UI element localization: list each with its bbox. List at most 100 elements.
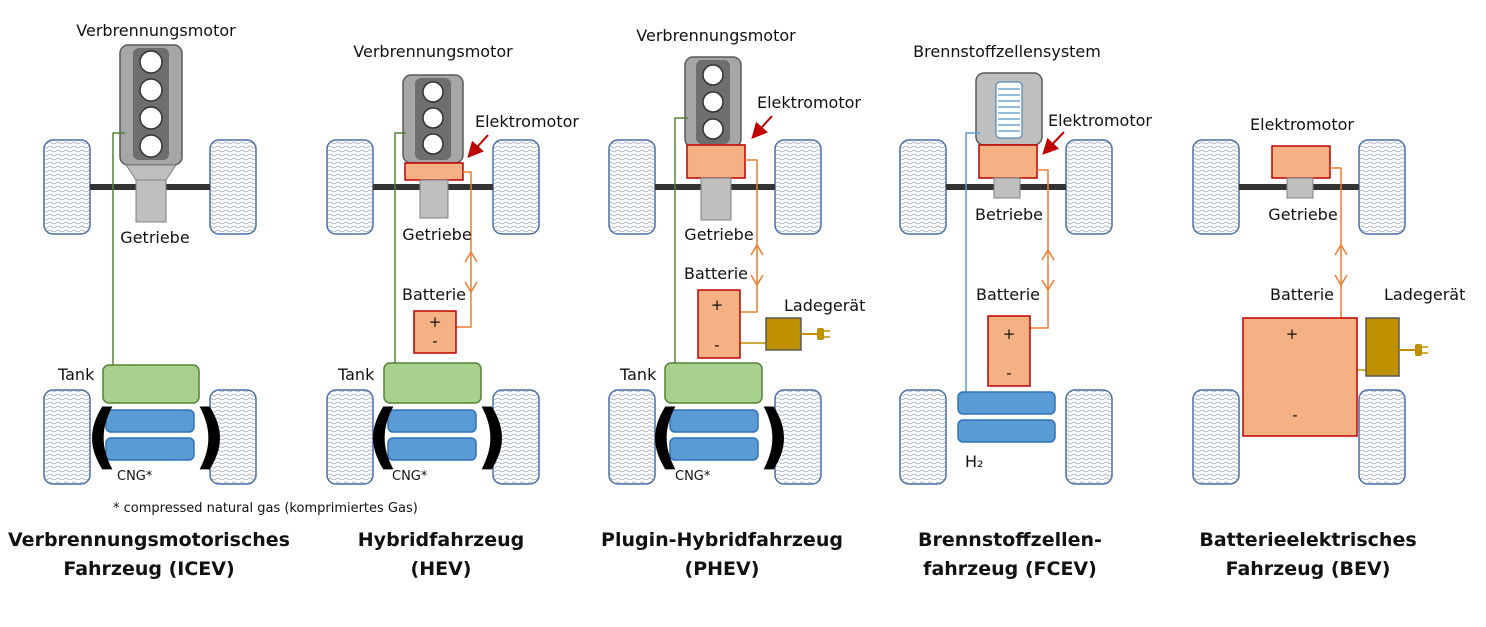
battery xyxy=(697,289,741,359)
cng-label: CNG* xyxy=(675,469,711,484)
charger-label: Ladegerät xyxy=(1384,285,1465,304)
fuel-tank xyxy=(102,364,200,404)
electric-wire xyxy=(456,171,472,328)
cng-cylinder xyxy=(669,409,759,433)
tire-rear-right xyxy=(774,389,822,485)
vehicle-title-line2: (PHEV) xyxy=(685,558,760,580)
charger xyxy=(765,317,802,351)
gearbox-label: Getriebe xyxy=(120,228,189,247)
vehicle-title-line2: Fahrzeug (BEV) xyxy=(1226,558,1391,580)
vehicle-title-line2: (HEV) xyxy=(411,558,472,580)
tank-label: Tank xyxy=(619,365,657,384)
tire-front-left xyxy=(608,139,656,235)
cylinder xyxy=(139,106,163,130)
tire-front-right xyxy=(492,139,540,235)
charger xyxy=(1365,317,1400,377)
engine-block xyxy=(133,48,169,160)
tire-rear-right xyxy=(209,389,257,485)
tire-rear-left xyxy=(899,389,947,485)
gearbox-label: Getriebe xyxy=(1268,205,1337,224)
fuel-tank xyxy=(383,362,482,404)
motor-label: Elektromotor xyxy=(1048,111,1152,130)
motor-label: Elektromotor xyxy=(757,93,861,112)
tire-rear-left xyxy=(608,389,656,485)
battery xyxy=(1242,317,1358,437)
motor-pointer-arrow xyxy=(751,115,773,139)
hydrogen-line xyxy=(965,132,980,392)
electric-motor xyxy=(978,144,1038,179)
bracket-left: ( xyxy=(367,395,399,477)
battery xyxy=(413,310,457,354)
vehicle-title-line1: Batterieelektrisches xyxy=(1199,529,1416,551)
tire-rear-left xyxy=(43,389,91,485)
cylinder xyxy=(139,78,163,102)
motor-label: Elektromotor xyxy=(475,112,579,131)
cylinder xyxy=(702,91,724,113)
gearbox xyxy=(700,177,732,221)
fuel-line xyxy=(112,132,125,365)
tire-front-left xyxy=(326,139,374,235)
plug-icon xyxy=(1415,344,1422,356)
cng-cylinder xyxy=(669,437,759,461)
vehicle-title-line2: fahrzeug (FCEV) xyxy=(923,558,1097,580)
electric-wire xyxy=(1030,169,1049,329)
bidirectional-arrow xyxy=(750,243,764,287)
cylinder xyxy=(139,50,163,74)
gearbox-label: Getriebe xyxy=(402,225,471,244)
tire-rear-left xyxy=(1192,389,1240,485)
gearbox xyxy=(135,179,167,223)
hydrogen-label: H₂ xyxy=(965,452,983,471)
vehicle-title-line1: Brennstoffzellen- xyxy=(918,529,1102,551)
vehicle-title-line2: Fahrzeug (ICEV) xyxy=(63,558,234,580)
engine-label: Verbrennungsmotor xyxy=(353,42,513,61)
vehicle-fcev: + - Brennstoffzellensystem Elektromotor … xyxy=(899,42,1152,580)
tire-rear-left xyxy=(326,389,374,485)
tire-front-right xyxy=(209,139,257,235)
vehicle-title-line1: Verbrennungsmotorisches xyxy=(8,529,290,551)
cng-cylinder xyxy=(105,437,195,461)
bidirectional-arrow xyxy=(1041,248,1055,292)
hydrogen-tank xyxy=(957,419,1056,443)
cylinder xyxy=(702,64,724,86)
fuel-cell-label: Brennstoffzellensystem xyxy=(913,42,1101,61)
tank-label: Tank xyxy=(57,365,95,384)
vehicle-phev: + - ( ) Verbrennungsmotor Elektromotor G… xyxy=(601,26,865,580)
fuel-line xyxy=(674,117,688,365)
tire-front-right xyxy=(1065,139,1113,235)
cylinder xyxy=(139,134,163,158)
bracket-right: ) xyxy=(194,395,226,477)
tire-rear-right xyxy=(1065,389,1113,485)
battery-plus: + xyxy=(1286,325,1299,343)
vehicle-hev: + - ( ) Verbrennungsmotor Elektromotor G… xyxy=(326,42,579,580)
vehicle-bev: + - Elektromotor Getriebe Batterie Ladeg… xyxy=(1192,115,1465,580)
hydrogen-tank xyxy=(957,391,1056,415)
gearbox-label: Betriebe xyxy=(975,205,1043,224)
gearbox xyxy=(1286,177,1314,199)
electric-wire xyxy=(1330,167,1342,318)
fuel-tank xyxy=(664,362,763,404)
electric-wire xyxy=(740,159,758,313)
cng-label: CNG* xyxy=(117,469,153,484)
tire-front-left xyxy=(43,139,91,235)
battery-minus: - xyxy=(714,336,719,354)
cng-cylinder xyxy=(105,409,195,433)
battery-label: Batterie xyxy=(1270,285,1334,304)
battery-label: Batterie xyxy=(684,264,748,283)
motor-pointer-arrow xyxy=(1042,131,1065,155)
battery-minus: - xyxy=(1006,364,1011,382)
tire-front-right xyxy=(774,139,822,235)
battery-plus: + xyxy=(429,313,442,331)
battery-label: Batterie xyxy=(402,285,466,304)
bracket-right: ) xyxy=(476,395,508,477)
electric-motor xyxy=(1271,145,1331,179)
tire-rear-right xyxy=(1358,389,1406,485)
footnote: * compressed natural gas (komprimiertes … xyxy=(113,501,418,516)
battery-minus: - xyxy=(1292,406,1297,424)
cylinder xyxy=(702,118,724,140)
bidirectional-arrow xyxy=(1334,243,1348,287)
motor-pointer-arrow xyxy=(467,134,489,158)
tire-front-left xyxy=(899,139,947,235)
cng-label: CNG* xyxy=(392,469,428,484)
battery-label: Batterie xyxy=(976,285,1040,304)
cng-cylinder xyxy=(387,437,477,461)
